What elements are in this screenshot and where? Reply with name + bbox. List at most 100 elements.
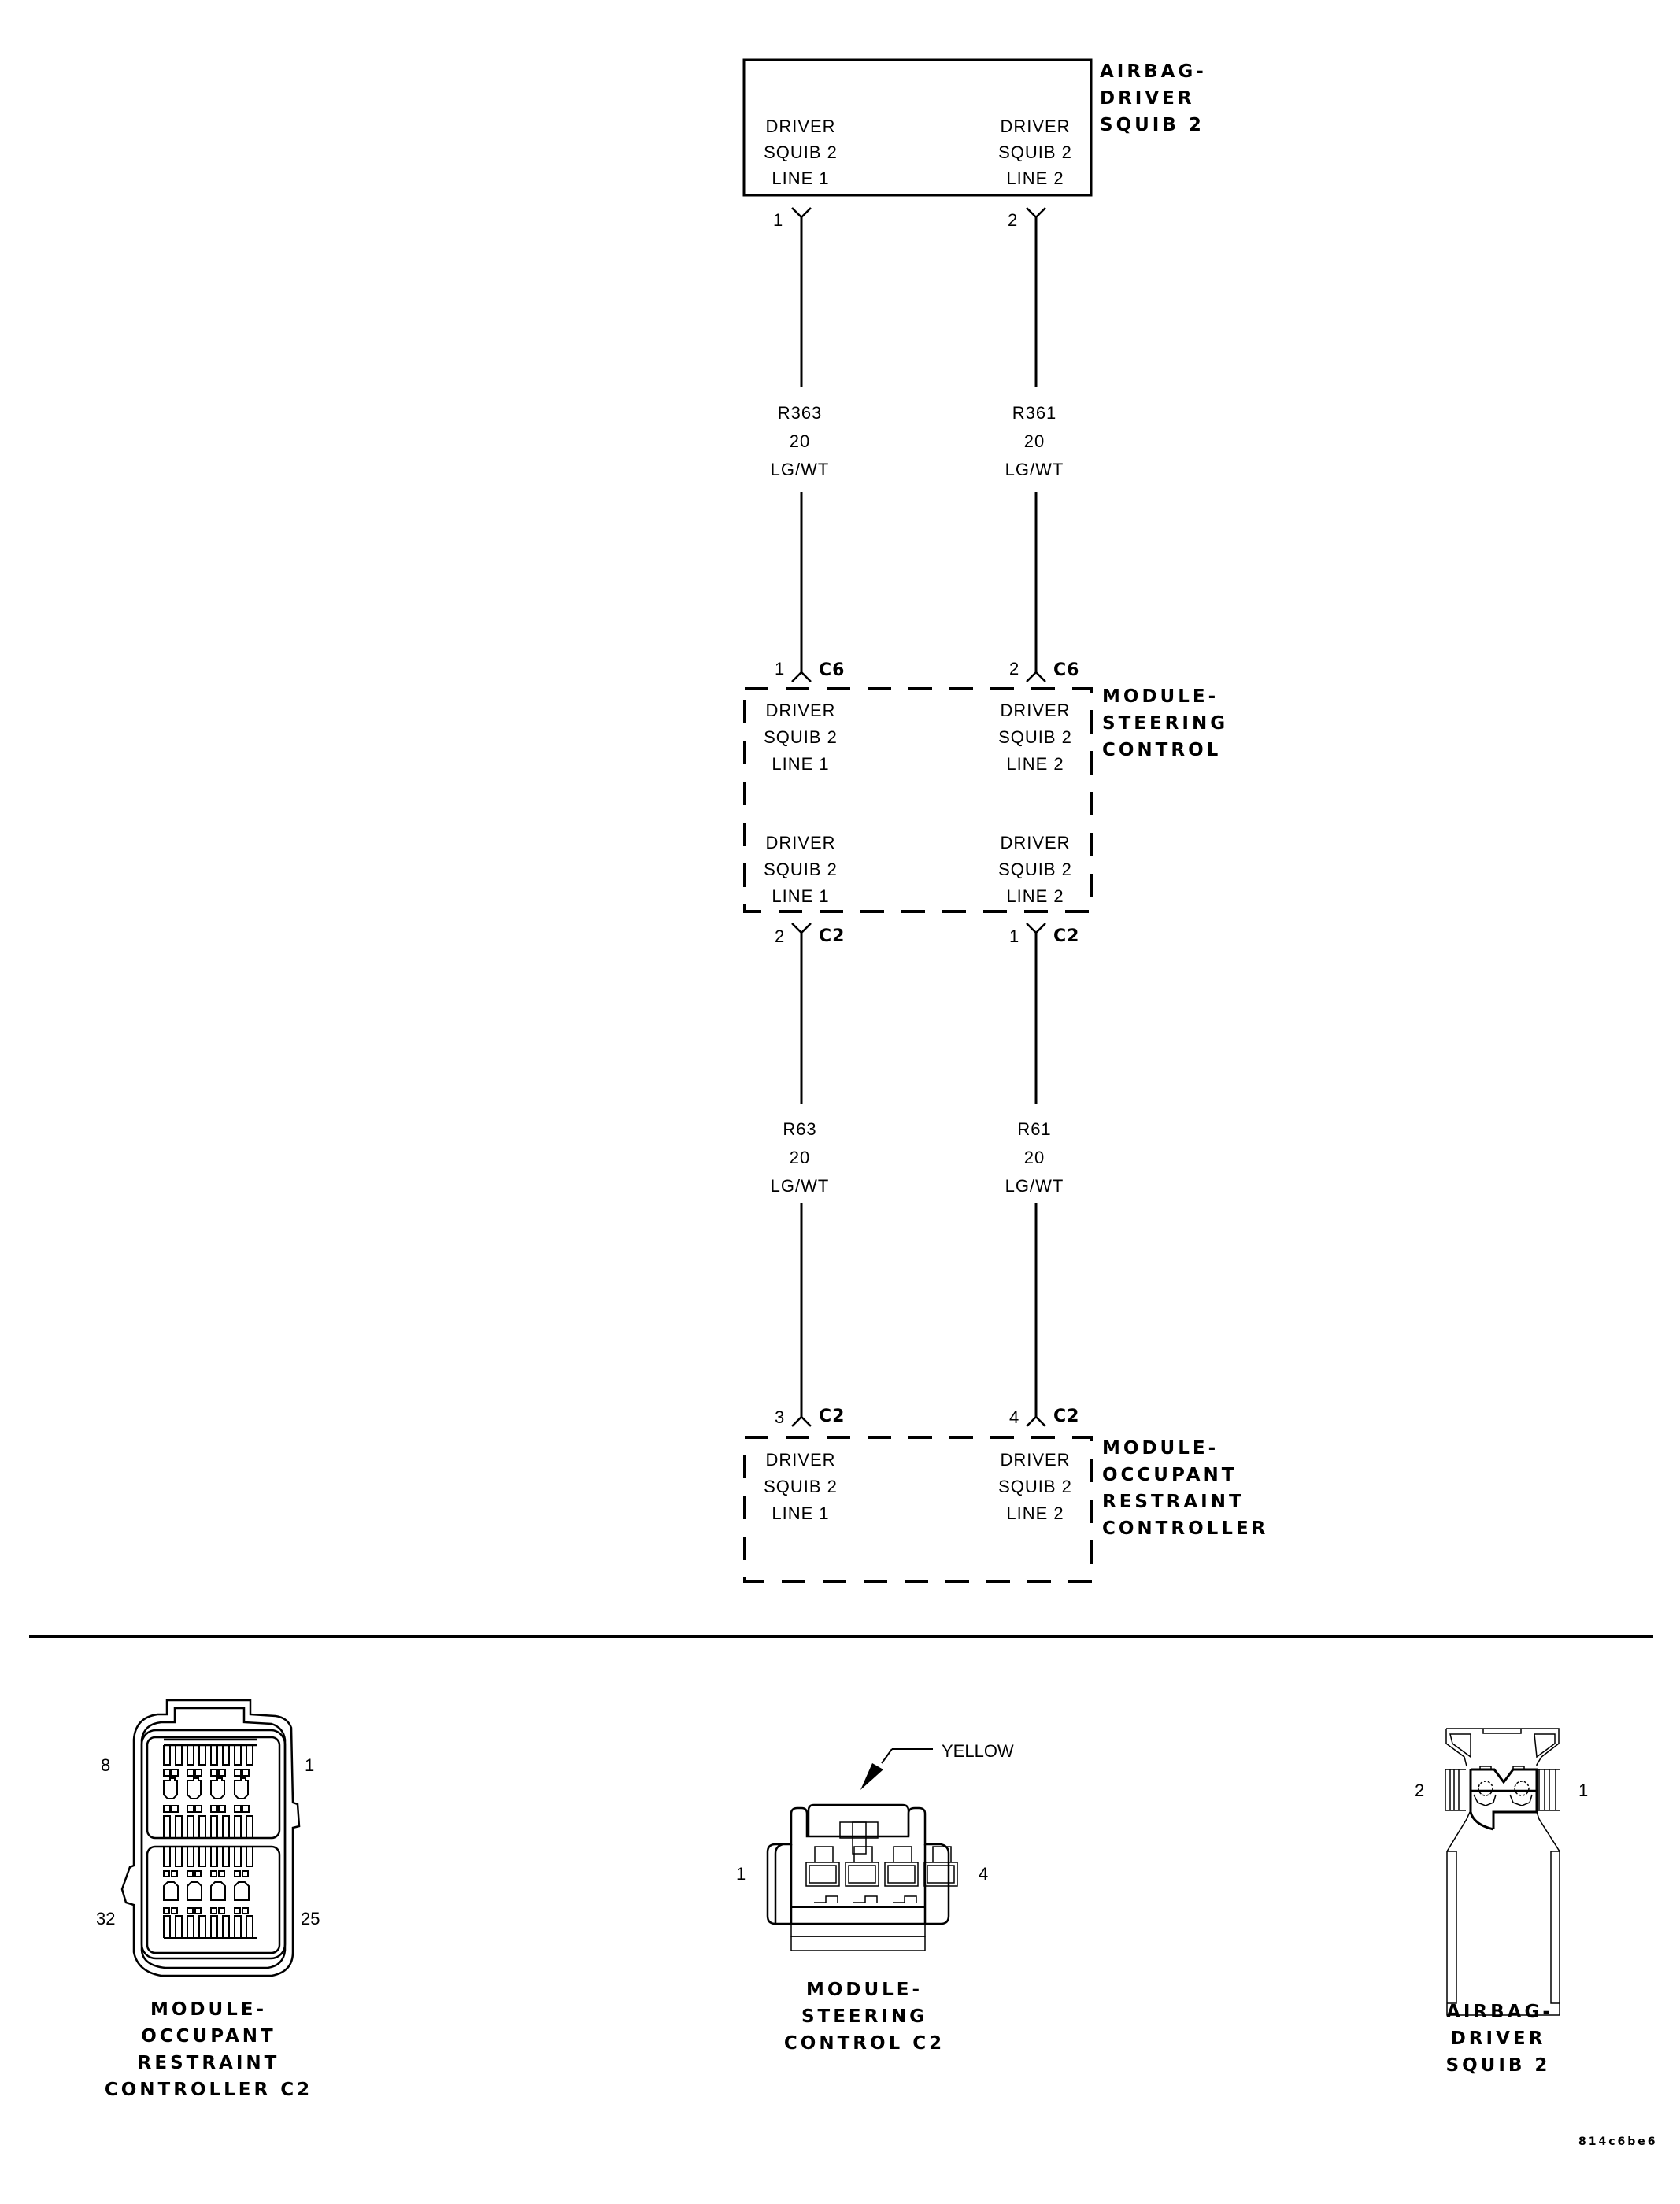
steering-module-title: MODULE- STEERING CONTROL xyxy=(1102,686,1228,760)
pin-text: DRIVER xyxy=(765,116,835,136)
airbag-component: AIRBAG- DRIVER SQUIB 2 DRIVER SQUIB 2 LI… xyxy=(742,58,1207,230)
title-line: MODULE- xyxy=(1102,686,1219,707)
wire-color-label: LG/WT xyxy=(1005,460,1064,479)
pin-text: DRIVER xyxy=(765,833,835,852)
wire-gauge-label: 20 xyxy=(790,431,810,451)
wire-gauge-label: 20 xyxy=(1024,1148,1045,1167)
wire-r61[interactable]: R61 20 LG/WT xyxy=(1005,933,1064,1417)
wire-color-label: LG/WT xyxy=(771,460,830,479)
pin-text: DRIVER xyxy=(1000,833,1070,852)
pin-text: LINE 1 xyxy=(772,1503,829,1523)
wire-r63[interactable]: R63 20 LG/WT xyxy=(771,933,830,1417)
pin-text: LINE 2 xyxy=(1006,168,1064,188)
pin-text: LINE 1 xyxy=(772,168,829,188)
steering-c2-title: MODULE- STEERING CONTROL C2 xyxy=(784,1980,942,2054)
wire-r361[interactable]: R361 20 LG/WT xyxy=(1005,217,1064,673)
pin-text: SQUIB 2 xyxy=(764,727,838,747)
wire-circuit-label: R363 xyxy=(778,403,823,423)
pin-number: 2 xyxy=(1009,659,1019,679)
title-line: CONTROL xyxy=(1102,740,1221,760)
airbag-title: AIRBAG- DRIVER SQUIB 2 xyxy=(1100,61,1207,135)
pin-text: SQUIB 2 xyxy=(764,860,838,879)
wire-gauge-label: 20 xyxy=(1024,431,1045,451)
male-terminal-icon xyxy=(1026,1415,1046,1427)
female-terminal-icon xyxy=(1026,207,1046,219)
airbag-box xyxy=(742,58,1093,197)
pin-label-25: 25 xyxy=(301,1909,320,1928)
pin-number: 1 xyxy=(773,210,783,230)
wire-circuit-label: R361 xyxy=(1012,403,1057,423)
orc-c2-title: MODULE- OCCUPANT RESTRAINT CONTROLLER C2 xyxy=(105,1999,313,2100)
title-line: CONTROLLER xyxy=(1102,1518,1268,1539)
title-line: MODULE- xyxy=(806,1980,923,2000)
title-line: STEERING xyxy=(801,2006,927,2027)
orc-component: 3 C2 4 C2 MODULE- OCCUPANT RESTRAINT CON… xyxy=(743,1407,1268,1583)
title-line: MODULE- xyxy=(150,1999,267,2020)
male-terminal-icon xyxy=(791,671,812,682)
female-terminal-icon xyxy=(791,207,812,219)
connector-color-callout: YELLOW xyxy=(942,1741,1014,1761)
pin-number: 1 xyxy=(775,659,784,679)
pin-text: LINE 2 xyxy=(1006,886,1064,906)
orc-c2-terminal-cavities xyxy=(163,1745,257,1939)
title-line: CONTROLLER C2 xyxy=(105,2080,313,2100)
wire-color-label: LG/WT xyxy=(771,1176,830,1196)
wire-r363[interactable]: R363 20 LG/WT xyxy=(771,217,830,673)
wire-gauge-label: 20 xyxy=(790,1148,810,1167)
airbag-pin1-label: DRIVER SQUIB 2 LINE 1 xyxy=(764,116,837,188)
pin-label-1: 1 xyxy=(1578,1781,1588,1800)
female-terminal-icon xyxy=(1026,923,1046,934)
title-line: DRIVER xyxy=(1451,2028,1546,2049)
connector-id-c2: C2 xyxy=(819,1407,845,1426)
orc-title: MODULE- OCCUPANT RESTRAINT CONTROLLER xyxy=(1102,1438,1268,1539)
pin-text: SQUIB 2 xyxy=(998,860,1072,879)
title-line: STEERING xyxy=(1102,713,1228,734)
pin-label-2: 2 xyxy=(1415,1781,1424,1800)
title-line: AIRBAG- xyxy=(1446,2002,1553,2022)
steering-c2-connector-face-icon xyxy=(766,1803,950,1951)
airbag-title-line1: AIRBAG- xyxy=(1100,61,1207,82)
female-terminal-icon xyxy=(791,923,812,934)
pin-number: 4 xyxy=(1009,1407,1019,1427)
pin-text: DRIVER xyxy=(1000,1450,1070,1470)
orc-pin-labels: DRIVER SQUIB 2 LINE 1 DRIVER SQUIB 2 LIN… xyxy=(764,1450,1071,1523)
pin-text: LINE 2 xyxy=(1006,754,1064,774)
orc-c2-connector-view: 8 1 32 25 MODULE- OCCUPANT RESTRAINT CON… xyxy=(96,1699,320,2100)
pin-number: 2 xyxy=(775,926,784,946)
steering-c2-connector-view: YELLOW 1 4 MODULE- STEERING CONTROL C2 xyxy=(736,1741,1014,2054)
steering-top-pin-labels: DRIVER SQUIB 2 LINE 1 DRIVER SQUIB 2 LIN… xyxy=(764,701,1071,774)
pin-label-4: 4 xyxy=(979,1864,988,1884)
pin-label-32: 32 xyxy=(96,1909,115,1928)
pin-number: 3 xyxy=(775,1407,784,1427)
wire-circuit-label: R63 xyxy=(783,1119,816,1139)
orc-c2-connector-face-icon xyxy=(120,1699,301,1977)
callout-arrow-icon xyxy=(860,1763,883,1790)
connector-id-c6: C6 xyxy=(819,660,845,680)
orc-dashed-box xyxy=(743,1436,1093,1583)
pin-text: LINE 1 xyxy=(772,886,829,906)
title-line: MODULE- xyxy=(1102,1438,1219,1459)
pin-label-8: 8 xyxy=(101,1755,110,1775)
connector-id-c6: C6 xyxy=(1053,660,1079,680)
pin-text: DRIVER xyxy=(765,1450,835,1470)
title-line: RESTRAINT xyxy=(1102,1492,1245,1512)
steering-module-dashed-box xyxy=(743,687,1093,913)
airbag-title-line2: DRIVER xyxy=(1100,88,1195,109)
pin-label-1: 1 xyxy=(305,1755,314,1775)
pin-text: DRIVER xyxy=(765,701,835,720)
airbag-connector-face-icon xyxy=(1445,1728,1560,2016)
pin-number: 1 xyxy=(1009,926,1019,946)
wire-circuit-label: R61 xyxy=(1017,1119,1051,1139)
pin-number: 2 xyxy=(1008,210,1017,230)
pin-text: SQUIB 2 xyxy=(998,142,1072,162)
pin-text: DRIVER xyxy=(1000,701,1070,720)
title-line: OCCUPANT xyxy=(141,2026,276,2047)
airbag-pin2-label: DRIVER SQUIB 2 LINE 2 xyxy=(998,116,1072,188)
airbag-title-line3: SQUIB 2 xyxy=(1100,115,1204,135)
connector-id-c2: C2 xyxy=(1053,1407,1079,1426)
pin-text: DRIVER xyxy=(1000,116,1070,136)
steering-c2-terminal-cavities xyxy=(805,1846,958,1903)
wire-color-label: LG/WT xyxy=(1005,1176,1064,1196)
